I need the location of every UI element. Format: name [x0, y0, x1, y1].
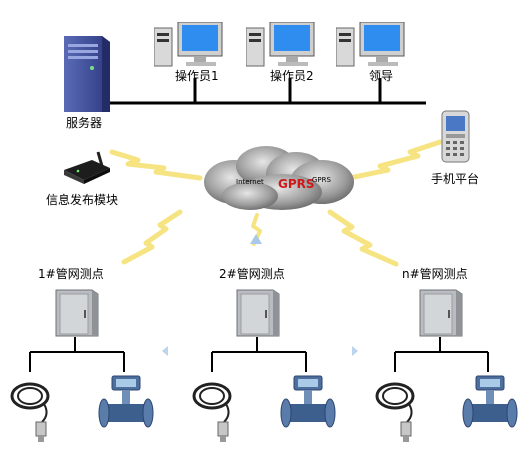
station1-label: 1#管网测点	[38, 267, 104, 281]
right-triangle-icon	[352, 346, 358, 356]
workstation-icon-operator1	[154, 22, 223, 67]
cloud-gprs-small-text: GPRS	[312, 176, 332, 184]
internet-cloud-icon: Internet GPRS GPRS	[204, 146, 354, 210]
operator2-label: 操作员2	[270, 69, 314, 83]
stationn-label: n#管网测点	[402, 267, 468, 281]
field-cabinet-icon-station2	[236, 289, 280, 337]
mobile-phone-icon	[441, 110, 470, 163]
leader-label: 领导	[369, 69, 394, 83]
sms-module-label: 信息发布模块	[46, 193, 119, 207]
left-triangle-icon	[162, 346, 168, 356]
operator1-label: 操作员1	[175, 69, 219, 83]
station2-label: 2#管网测点	[219, 267, 285, 281]
workstation-icon-operator2	[246, 22, 315, 67]
pressure-sensor-icon-station2	[192, 382, 232, 442]
cloud-internet-text: Internet	[236, 178, 264, 186]
cloud-gprs-main-text: GPRS	[278, 177, 315, 191]
server-label: 服务器	[66, 116, 103, 130]
workstation-icon-leader	[336, 22, 405, 67]
server-tower-icon	[64, 36, 110, 112]
pressure-sensor-icon-stationn	[375, 382, 415, 442]
signal-arrow-icon	[250, 234, 262, 244]
flow-meter-icon-station1	[98, 375, 154, 428]
mobile-platform-label: 手机平台	[431, 172, 480, 186]
lightning-bolt-server	[109, 149, 203, 181]
flow-meter-icon-stationn	[462, 375, 518, 428]
field-cabinet-icon-station1	[55, 289, 99, 337]
lightning-bolt-stationn	[327, 209, 399, 267]
pressure-sensor-icon-station1	[10, 382, 50, 442]
field-cabinet-icon-stationn	[419, 289, 463, 337]
lightning-bolt-station1	[121, 209, 183, 265]
flow-meter-icon-station2	[280, 375, 336, 428]
modem-icon	[64, 151, 110, 184]
lightning-bolt-mobile	[337, 139, 443, 183]
